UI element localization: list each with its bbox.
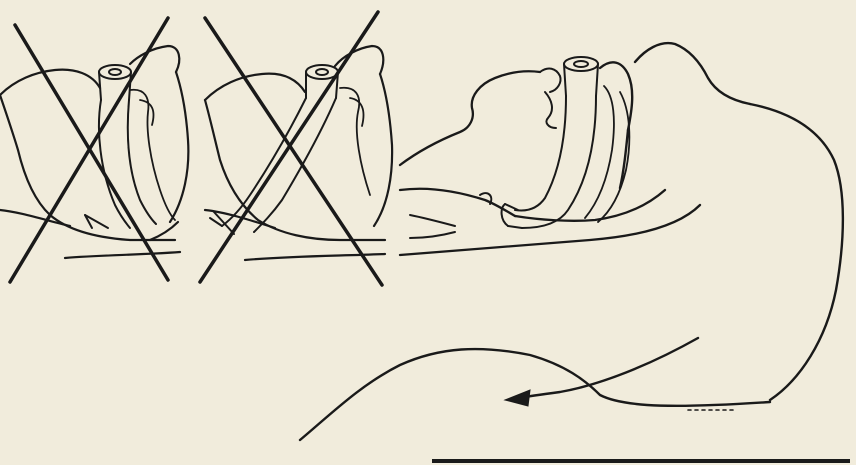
panel-1-tongue-outline <box>130 90 175 220</box>
panel-incorrect-2 <box>200 12 392 285</box>
panel-2-cross-mark <box>200 12 382 285</box>
panel-2-airway-tube <box>210 65 338 234</box>
bottom-rule <box>432 459 850 463</box>
arrowhead-icon <box>505 390 530 406</box>
panel-1-cross-mark <box>10 18 168 282</box>
panel-correct <box>400 43 843 400</box>
panel-incorrect-1 <box>0 18 188 282</box>
panel-1-profile-outline <box>0 46 188 258</box>
panel-3-face-features <box>410 69 561 238</box>
panel-3-pharynx-lines <box>585 86 629 222</box>
insertion-path-inner-curve <box>518 338 698 398</box>
panel-2-profile-outline <box>205 46 392 260</box>
panel-2-tongue-outline <box>340 88 370 195</box>
panel-3-chin-neck-contour <box>600 43 843 400</box>
panel-3-airway-tube <box>502 57 598 228</box>
insertion-path-curves <box>300 338 770 440</box>
